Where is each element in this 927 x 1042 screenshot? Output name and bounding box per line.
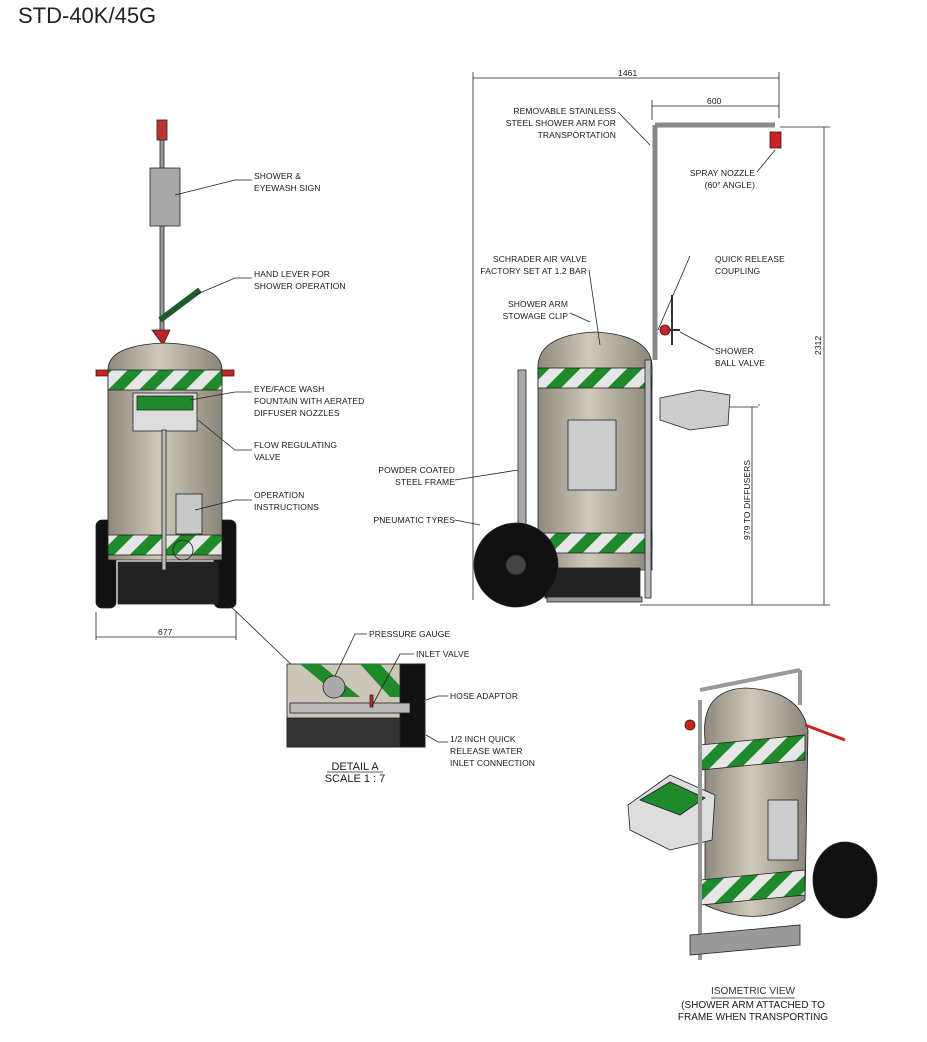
label-inlet-valve: INLET VALVE xyxy=(416,649,470,659)
label-spray-nozzle: SPRAY NOZZLE(60° ANGLE) xyxy=(689,168,755,190)
dimension-arm-length: 600 xyxy=(707,96,722,106)
label-shower-eyewash-sign: SHOWER &EYEWASH SIGN xyxy=(254,171,321,193)
isometric-view xyxy=(627,668,878,999)
label-pressure-gauge: PRESSURE GAUGE xyxy=(369,629,451,639)
front-view xyxy=(95,119,296,669)
detail-title: DETAIL A xyxy=(331,761,379,773)
dimension-height: 2312 xyxy=(813,335,823,355)
side-view xyxy=(454,72,830,608)
dimension-width: 677 xyxy=(158,627,173,637)
detail-scale: SCALE 1 : 7 xyxy=(324,773,386,785)
label-hose-adaptor: HOSE ADAPTOR xyxy=(450,691,519,701)
label-pneumatic-tyres: PNEUMATIC TYRES xyxy=(373,515,455,525)
dimension-diffusers: 979 TO DIFFUSERS xyxy=(742,459,752,540)
isometric-title: ISOMETRIC VIEW xyxy=(711,986,795,997)
eyewash-sign xyxy=(149,167,181,227)
detail-a-view xyxy=(286,633,448,773)
drawing-title: STD-40K/45G xyxy=(18,3,157,28)
dimension-overall-width: 1461 xyxy=(618,68,638,78)
